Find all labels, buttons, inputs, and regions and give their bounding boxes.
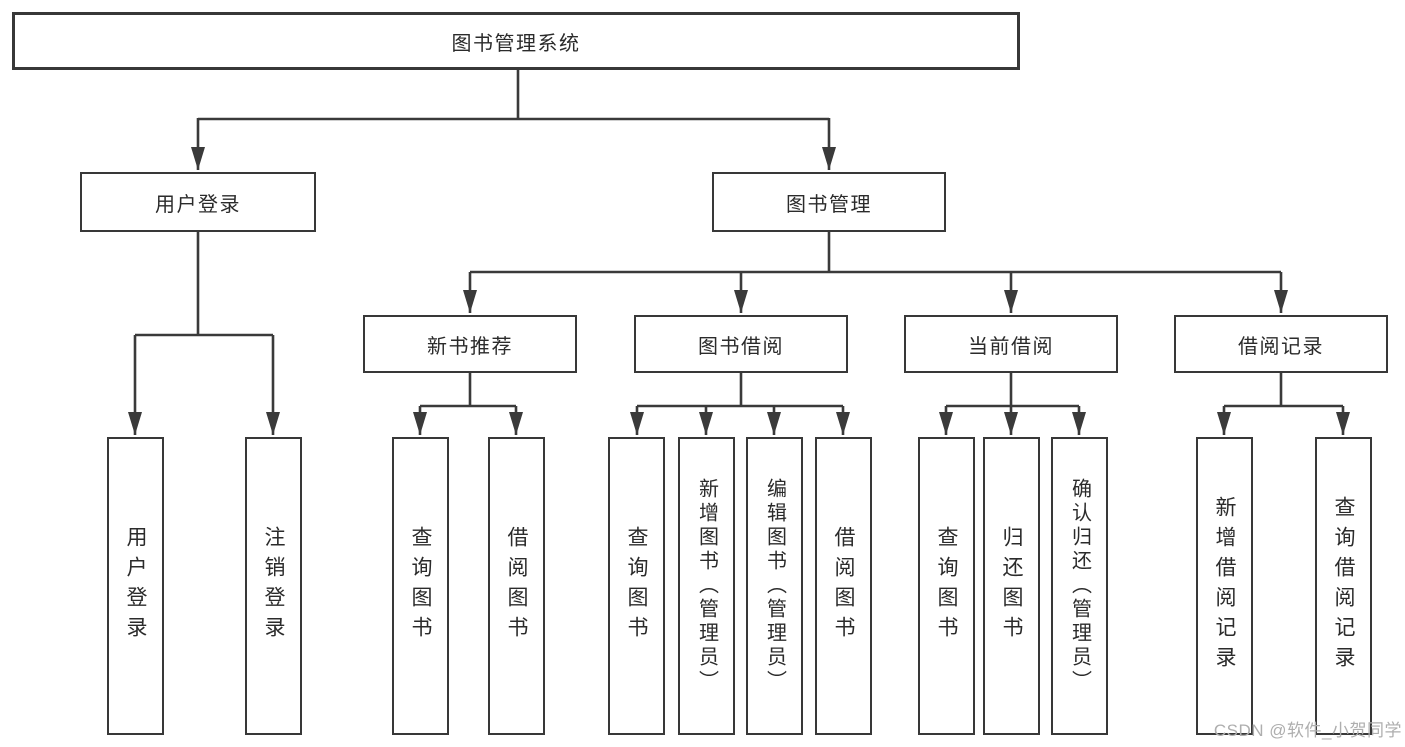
leaf-query-books-3: 查询图书: [918, 437, 975, 735]
node-label: 当前借阅: [968, 335, 1054, 358]
node-library-management-system: 图书管理系统: [12, 12, 1020, 70]
node-current-borrow: 当前借阅: [904, 315, 1118, 373]
leaf-query-books-2: 查询图书: [608, 437, 665, 735]
connector-new-book-rail: [420, 373, 516, 408]
leaf-label: 查询图书: [409, 526, 432, 646]
node-label: 新书推荐: [427, 335, 513, 358]
leaf-confirm-return-admin: 确认归还（管理员）: [1051, 437, 1108, 735]
node-label: 用户登录: [155, 193, 241, 216]
leaf-query-books-1: 查询图书: [392, 437, 449, 735]
leaf-label: 新增借阅记录: [1213, 496, 1236, 676]
leaf-edit-book-admin: 编辑图书（管理员）: [746, 437, 803, 735]
node-user-login: 用户登录: [80, 172, 316, 232]
connector-book-borrow-rail: [637, 373, 843, 408]
leaf-label: 编辑图书（管理员）: [763, 478, 786, 694]
node-book-borrow: 图书借阅: [634, 315, 848, 373]
node-label: 图书借阅: [698, 335, 784, 358]
node-borrow-records: 借阅记录: [1174, 315, 1388, 373]
leaf-return-book: 归还图书: [983, 437, 1040, 735]
leaf-label: 新增图书（管理员）: [695, 478, 718, 694]
csdn-watermark: CSDN @软件_小贺同学: [1213, 721, 1402, 740]
leaf-label: 确认归还（管理员）: [1068, 478, 1091, 694]
connector-user-login-rail: [135, 232, 273, 337]
node-label: 借阅记录: [1238, 335, 1324, 358]
leaf-label: 查询图书: [935, 526, 958, 646]
leaf-borrow-books-2: 借阅图书: [815, 437, 872, 735]
leaf-label: 借阅图书: [505, 526, 528, 646]
leaf-label: 注销登录: [262, 526, 285, 646]
node-new-book-recommend: 新书推荐: [363, 315, 577, 373]
connector-book-mgmt-rail: [470, 232, 1281, 274]
leaf-label: 归还图书: [1000, 526, 1023, 646]
leaf-label: 查询图书: [625, 526, 648, 646]
node-book-management: 图书管理: [712, 172, 946, 232]
leaf-user-login: 用户登录: [107, 437, 164, 735]
leaf-label: 查询借阅记录: [1332, 496, 1355, 676]
connector-current-borrow-rail: [946, 373, 1079, 408]
leaf-query-borrow-record: 查询借阅记录: [1315, 437, 1372, 735]
connector-borrow-records-rail: [1224, 373, 1343, 408]
node-label: 图书管理系统: [451, 32, 581, 55]
leaf-borrow-books-1: 借阅图书: [488, 437, 545, 735]
leaf-label: 用户登录: [124, 526, 147, 646]
leaf-add-borrow-record: 新增借阅记录: [1196, 437, 1253, 735]
leaf-logout: 注销登录: [245, 437, 302, 735]
leaf-label: 借阅图书: [832, 526, 855, 646]
node-label: 图书管理: [786, 193, 872, 216]
leaf-add-book-admin: 新增图书（管理员）: [678, 437, 735, 735]
connector-root-rail: [198, 70, 829, 121]
